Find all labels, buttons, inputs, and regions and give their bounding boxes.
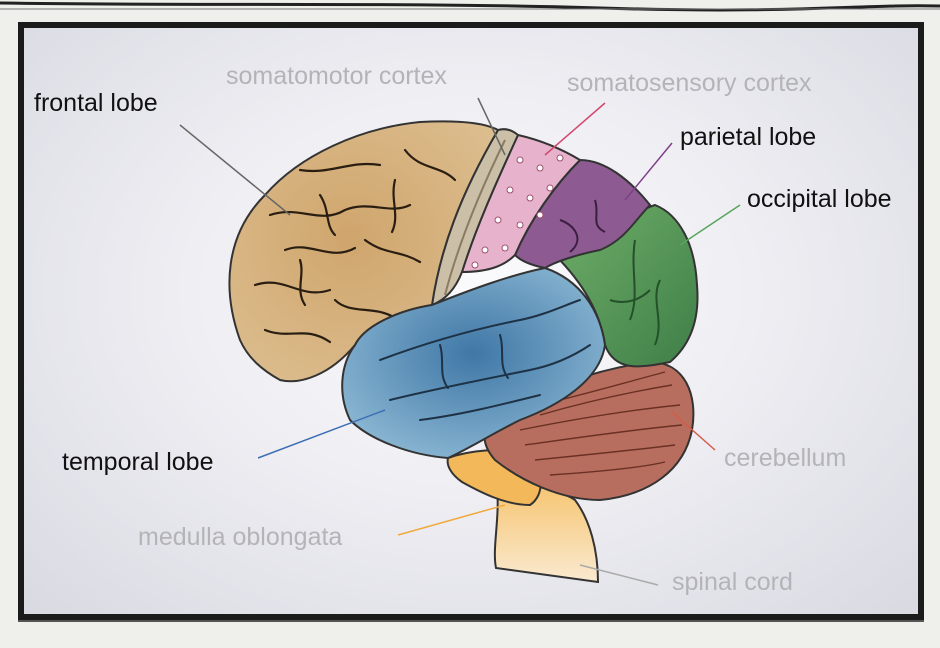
leader-occipital-lobe bbox=[679, 204, 741, 246]
frontal-folds bbox=[253, 148, 457, 344]
parietal-folds bbox=[559, 199, 606, 253]
label-parietal-lobe: parietal lobe bbox=[680, 123, 817, 151]
leader-somatomotor-cortex bbox=[477, 97, 506, 156]
occipital-folds bbox=[609, 239, 661, 346]
label-temporal-lobe: temporal lobe bbox=[62, 448, 214, 476]
leader-frontal-lobe bbox=[179, 124, 291, 216]
temporal-folds bbox=[379, 299, 591, 421]
label-cerebellum: cerebellum bbox=[724, 444, 847, 472]
label-somatosensory-cortex: somatosensory cortex bbox=[567, 69, 812, 97]
label-somatomotor-cortex: somatomotor cortex bbox=[226, 62, 447, 90]
leader-temporal-lobe bbox=[257, 409, 386, 459]
leader-somatosensory-cortex bbox=[544, 102, 606, 156]
cerebellum-folds bbox=[519, 371, 683, 476]
leader-parietal-lobe bbox=[624, 142, 673, 201]
somatosensory-dots bbox=[471, 154, 564, 269]
central-sulcus bbox=[444, 139, 506, 296]
leader-cerebellum bbox=[671, 411, 716, 451]
label-medulla-oblongata: medulla oblongata bbox=[138, 523, 343, 551]
leader-medulla-oblongata bbox=[397, 504, 506, 536]
label-occipital-lobe: occipital lobe bbox=[747, 185, 892, 213]
top-brush-stroke bbox=[0, 1, 940, 12]
leader-spinal-cord bbox=[579, 564, 659, 586]
label-frontal-lobe: frontal lobe bbox=[34, 89, 158, 117]
label-spinal-cord: spinal cord bbox=[672, 568, 793, 596]
